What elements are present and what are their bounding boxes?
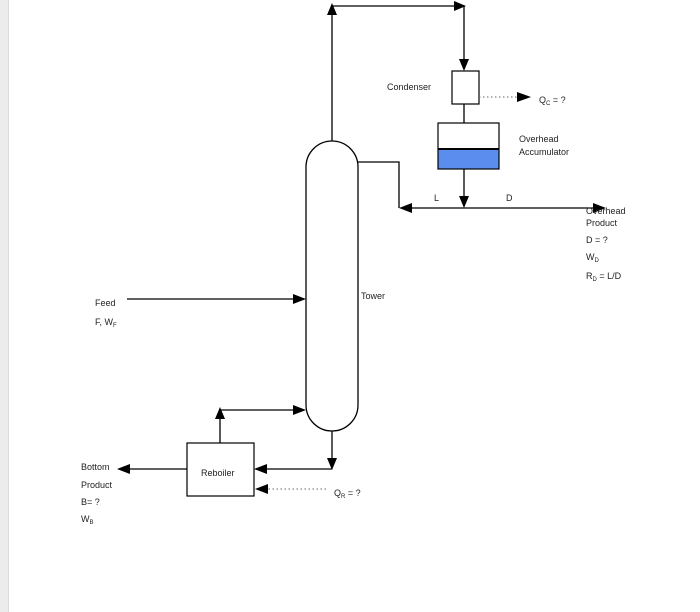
qc-label: QC = ? xyxy=(539,95,566,107)
reboiler-vapor-right-arrow xyxy=(293,405,306,415)
vapor-line xyxy=(331,5,465,141)
overhead-product-label-line1: Overhead xyxy=(586,206,626,216)
qr-arrow xyxy=(255,484,268,494)
bottom-w-label: WB xyxy=(81,514,94,526)
accumulator-label-line2: Accumulator xyxy=(519,147,569,157)
distillate-label: D xyxy=(506,193,513,203)
overhead-d-label: D = ? xyxy=(586,235,608,245)
reboiler-vapor-up-arrow xyxy=(215,407,225,419)
bottom-product-label-line1: Bottom xyxy=(81,462,110,472)
qc-arrow xyxy=(517,92,531,102)
reboiler-inlet-arrow xyxy=(254,464,267,474)
tower-bottom-arrow xyxy=(327,458,337,470)
overhead-w-label: WD xyxy=(586,252,600,264)
bottom-product-arrow xyxy=(117,464,130,474)
qr-label: QR = ? xyxy=(334,488,361,500)
bottom-b-label: B= ? xyxy=(81,497,100,507)
reboiler-box xyxy=(186,442,255,497)
tower-label: Tower xyxy=(361,291,385,301)
left-edge-strip xyxy=(0,0,9,612)
accumulator-vessel xyxy=(437,122,500,170)
overhead-r-label: RD = L/D xyxy=(586,271,622,283)
feed-arrow xyxy=(293,294,306,304)
vapor-line-right-arrow xyxy=(454,1,466,11)
overhead-product-label-line2: Product xyxy=(586,218,618,228)
accumulator-liquid xyxy=(438,149,499,169)
feed-vars-label: F, WF xyxy=(95,317,117,329)
reflux-label: L xyxy=(434,193,439,203)
condenser-label: Condenser xyxy=(387,82,431,92)
reflux-return-line xyxy=(358,161,400,208)
distillate-arrow xyxy=(593,203,606,213)
feed-label: Feed xyxy=(95,298,116,308)
vapor-line-up-arrow xyxy=(327,3,337,15)
bottom-product-label-line2: Product xyxy=(81,480,113,490)
accumulator-label-line1: Overhead xyxy=(519,134,559,144)
reflux-arrow xyxy=(399,203,412,213)
reboiler-vapor-line xyxy=(219,409,295,443)
condenser-inlet-arrow xyxy=(459,59,469,71)
tower-vessel xyxy=(305,140,359,432)
reboiler-label: Reboiler xyxy=(201,468,235,478)
condenser-box xyxy=(451,70,480,105)
accumulator-outlet-arrow xyxy=(459,196,469,208)
